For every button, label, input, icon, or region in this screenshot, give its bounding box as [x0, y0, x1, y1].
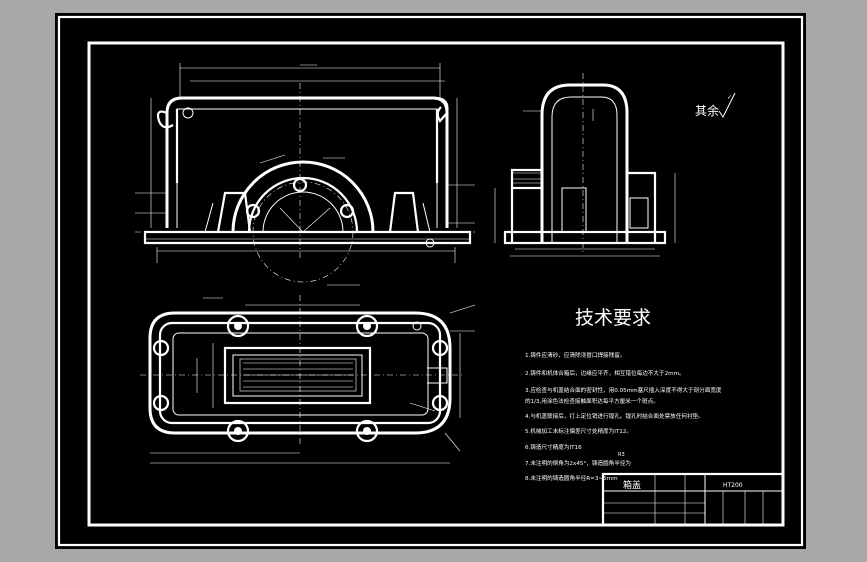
front-view [135, 63, 475, 283]
tech-item-8: 8.未注明的铸造圆角半径R=3~5mm [525, 474, 618, 482]
finish-check-icon [718, 92, 736, 118]
top-view [140, 284, 476, 464]
tech-item-5: 5.机械加工未标注偏差尺寸处精度为IT12。 [525, 427, 632, 435]
cad-drawing: 其余 ✓ [57, 15, 804, 547]
tech-requirements: 技术要求 1.铸件应清砂，应清除浇冒口焊接残留。 2.铸件和机体合箱后，边缘应平… [525, 307, 722, 482]
surface-finish-label: 其余 [695, 103, 719, 118]
part-code: HT200 [723, 482, 743, 489]
tech-item-2: 2.铸件和机体合箱后，边缘应平齐，相互错位每边不大于2mm。 [525, 369, 685, 377]
surface-finish-note: 其余 ✓ [695, 92, 736, 118]
tech-item-4: 4.与机盖联接后，打上定位销进行镗孔。镗孔时结合面处禁放任何衬垫。 [525, 412, 704, 420]
inner-frame [87, 41, 785, 527]
roughness-mark: R3 [618, 452, 625, 458]
outer-frame [57, 15, 804, 547]
tech-item-7: 7.未注明的倒角为2x45°，铸造圆角半径为 [525, 459, 631, 467]
drawing-sheet: 其余 ✓ [55, 13, 806, 549]
tech-item-6: 6.铸造尺寸精度为IT16 [525, 443, 582, 451]
tech-requirements-heading: 技术要求 [575, 307, 651, 329]
tech-item-3-cont: 的1/3,用涂色法检查接触面积达每平方厘米一个斑点。 [525, 397, 659, 405]
finish-mark: ✓ [727, 94, 732, 101]
title-block: 箱盖 HT200 [601, 472, 785, 527]
tech-item-3: 3.应检查与机盖结合面的密封性，用0.05mm塞尺插入深度不得大于剖分面宽度 [525, 386, 722, 394]
side-view [494, 73, 676, 257]
tech-item-1: 1.铸件应清砂，应清除浇冒口焊接残留。 [525, 351, 625, 359]
part-name: 箱盖 [623, 479, 641, 491]
